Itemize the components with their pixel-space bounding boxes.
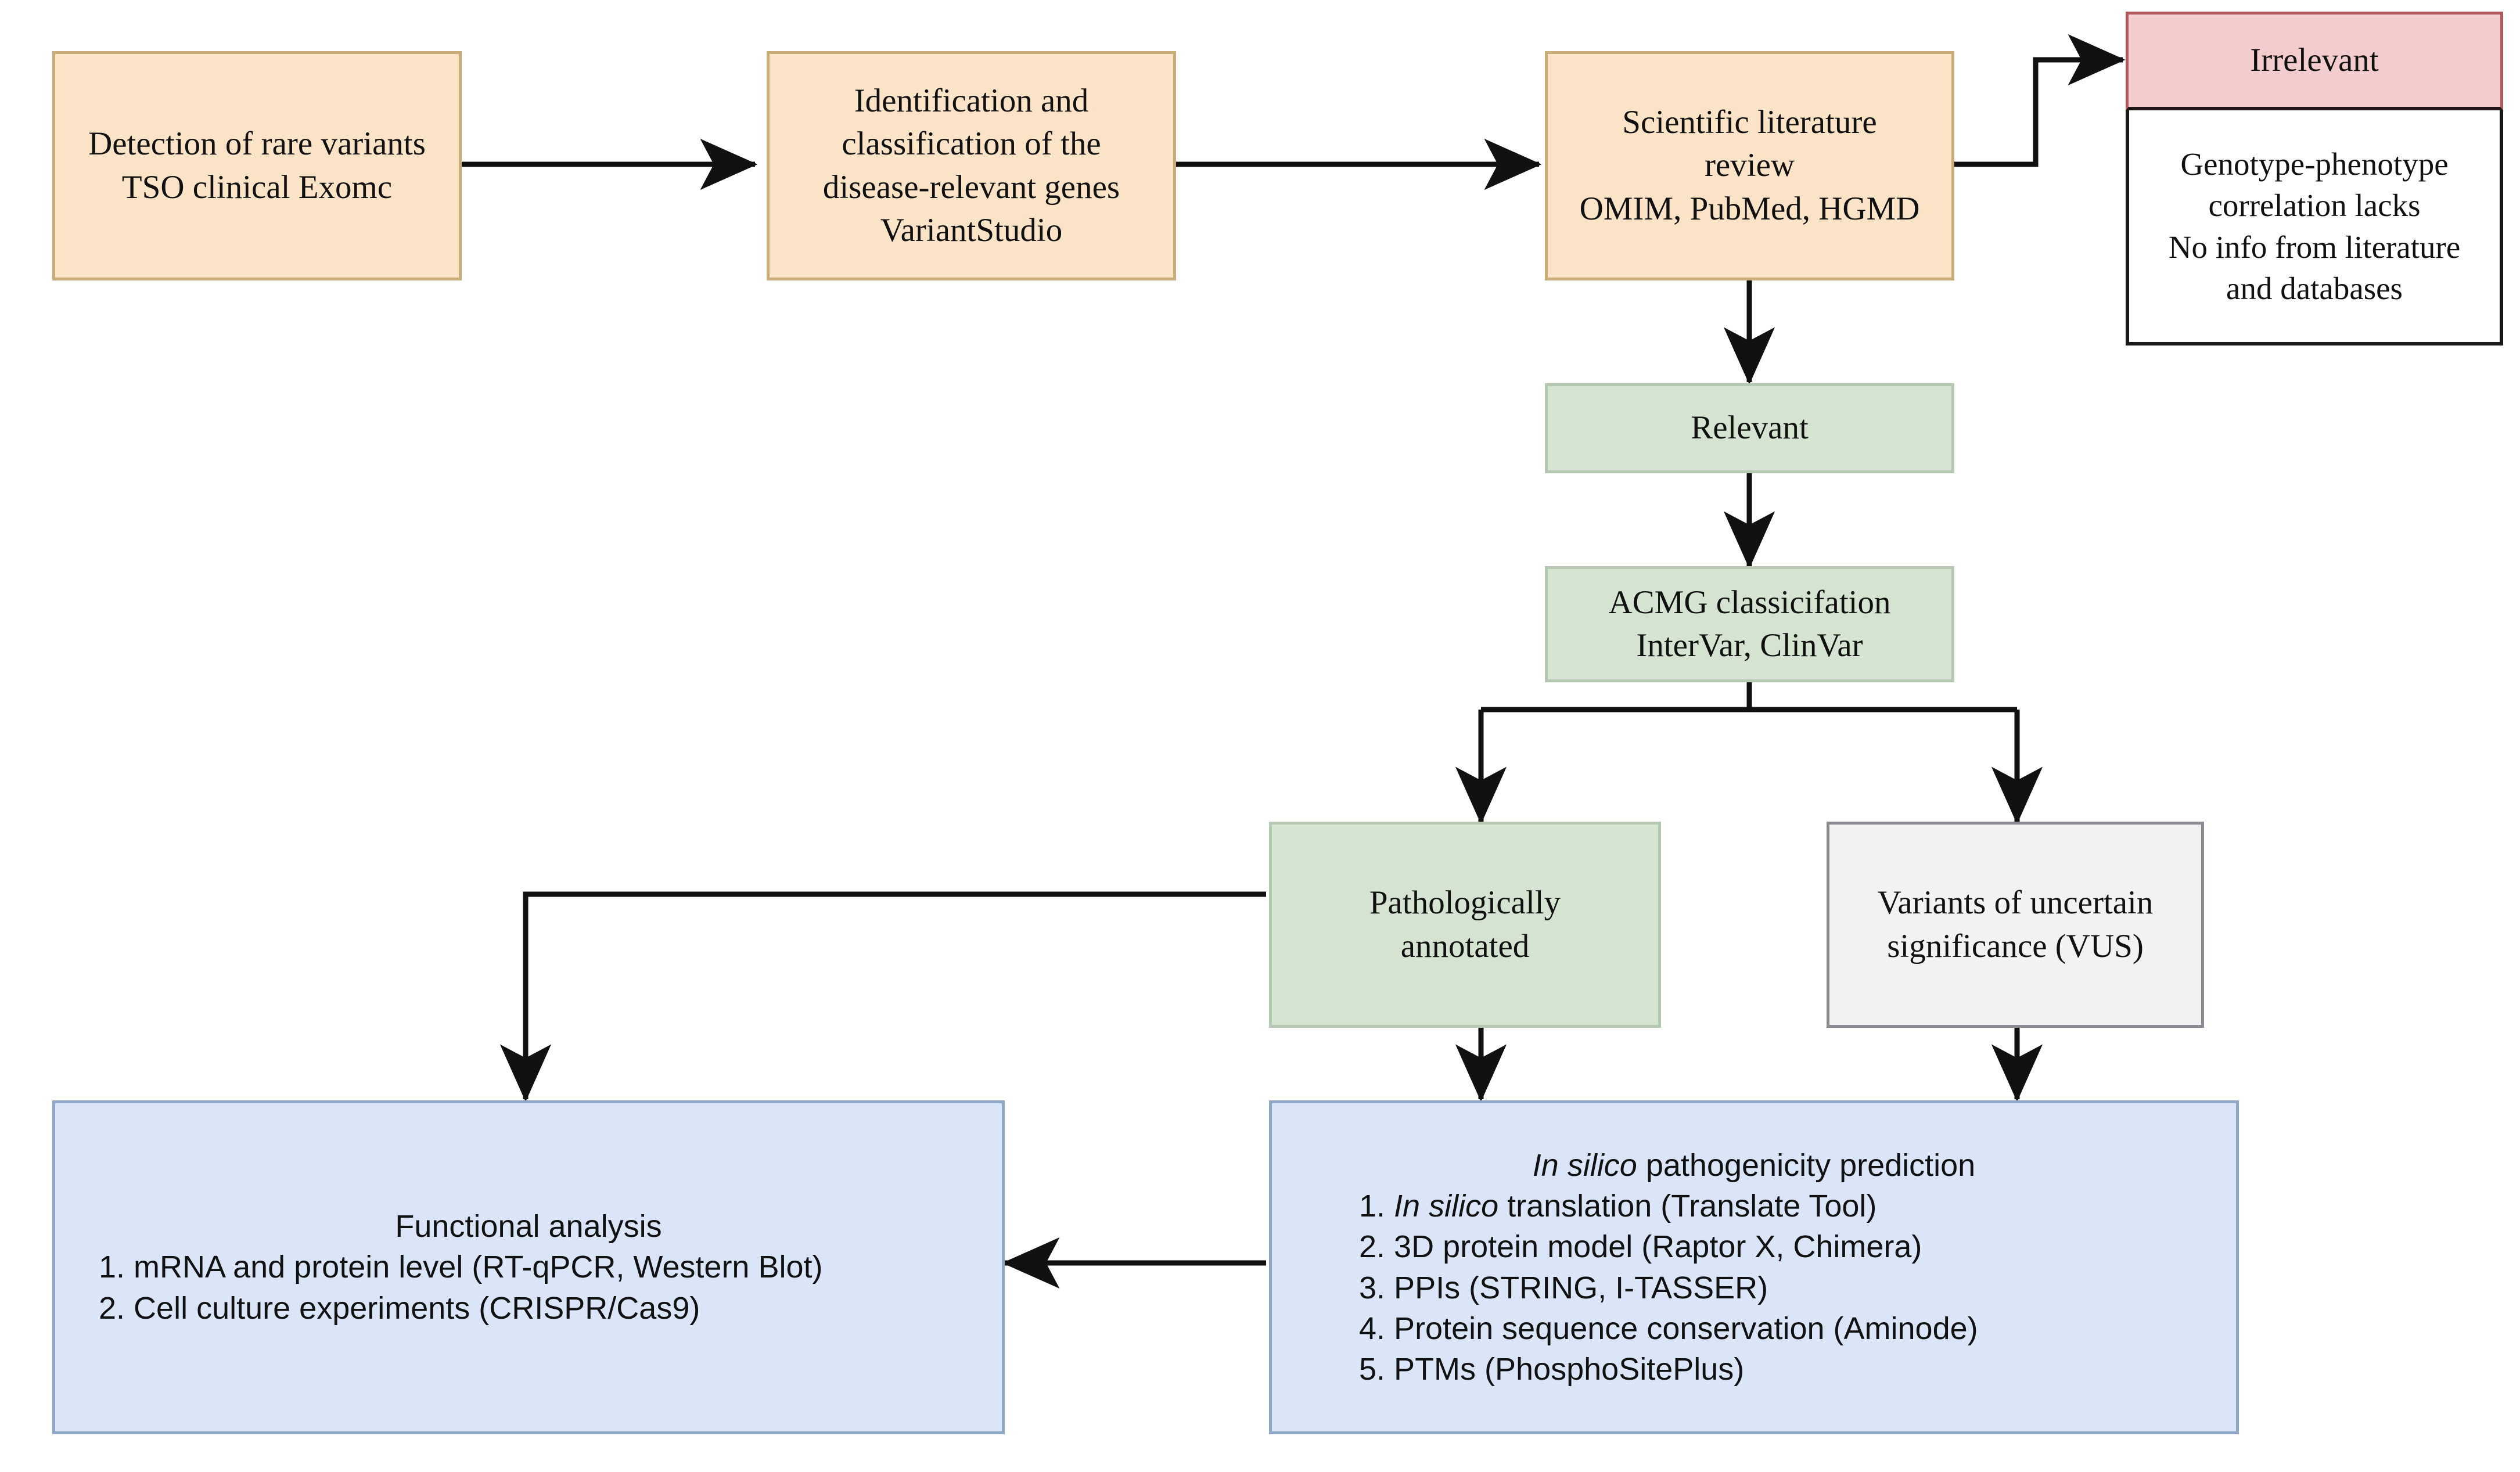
functional-item-1-rest: mRNA and protein level (RT-qPCR, Western… — [134, 1250, 823, 1285]
in-silico-item-3: 3. PPIs (STRING, I-TASSER) — [1272, 1268, 1768, 1308]
identification-line-1: Identification and — [854, 82, 1089, 120]
in-silico-item-1-num: 1. — [1359, 1189, 1394, 1224]
in-silico-title-rest: pathogenicity prediction — [1637, 1147, 1976, 1183]
irrelevant-label: Irrelevant — [2250, 42, 2379, 79]
literature-line-3: OMIM, PubMed, HGMD — [1579, 190, 1920, 227]
vus-line-2: significance (VUS) — [1887, 927, 2144, 964]
in-silico-title-italic: In silico — [1532, 1147, 1637, 1183]
node-vus[interactable]: Variants of uncertain significance (VUS) — [1827, 822, 2204, 1028]
literature-line-1: Scientific literature — [1622, 104, 1877, 141]
pathologically-line-1: Pathologically — [1369, 884, 1561, 922]
node-functional-analysis[interactable]: Functional analysis 1. mRNA and protein … — [52, 1100, 1005, 1434]
node-irrelevant-header[interactable]: Irrelevant — [2126, 12, 2503, 110]
functional-item-2-num: 2. — [99, 1290, 134, 1326]
in-silico-title: In silico pathogenicity prediction — [1272, 1145, 2236, 1186]
functional-item-1-num: 1. — [99, 1250, 134, 1285]
relevant-label: Relevant — [1691, 409, 1809, 447]
node-pathologically-annotated[interactable]: Pathologically annotated — [1269, 822, 1661, 1028]
in-silico-item-4-num: 4. — [1359, 1311, 1394, 1346]
in-silico-item-2: 2. 3D protein model (Raptor X, Chimera) — [1272, 1226, 1922, 1267]
edge-pathologically-to-functional — [499, 891, 1266, 1102]
pathologically-line-2: annotated — [1400, 927, 1530, 964]
node-irrelevant-body[interactable]: Genotype-phenotype correlation lacks No … — [2126, 110, 2503, 345]
identification-line-2: classification of the — [842, 125, 1101, 163]
detection-line-2: TSO clinical Exomc — [121, 168, 393, 206]
in-silico-item-3-rest: PPIs (STRING, I-TASSER) — [1394, 1270, 1768, 1305]
identification-line-3: disease-relevant genes — [822, 168, 1120, 206]
node-in-silico-prediction[interactable]: In silico pathogenicity prediction 1. In… — [1269, 1100, 2239, 1434]
in-silico-item-5-rest: PTMs (PhosphoSitePlus) — [1394, 1351, 1745, 1387]
node-relevant[interactable]: Relevant — [1545, 383, 1954, 473]
functional-item-2: 2. Cell culture experiments (CRISPR/Cas9… — [55, 1288, 700, 1329]
in-silico-item-1-italic: In silico — [1394, 1189, 1499, 1224]
node-literature[interactable]: Scientific literature review OMIM, PubMe… — [1545, 51, 1954, 280]
in-silico-item-1-rest: translation (Translate Tool) — [1498, 1189, 1877, 1224]
in-silico-item-5-num: 5. — [1359, 1351, 1394, 1387]
node-detection[interactable]: Detection of rare variants TSO clinical … — [52, 51, 462, 280]
irrelevant-body-line-4: and databases — [2226, 271, 2403, 306]
in-silico-item-2-rest: 3D protein model (Raptor X, Chimera) — [1394, 1229, 1922, 1265]
irrelevant-body-line-1: Genotype-phenotype — [2180, 146, 2449, 182]
in-silico-item-1: 1. In silico translation (Translate Tool… — [1272, 1186, 1876, 1226]
identification-line-4: VariantStudio — [880, 211, 1063, 249]
node-identification[interactable]: Identification and classification of the… — [767, 51, 1176, 280]
in-silico-item-5: 5. PTMs (PhosphoSitePlus) — [1272, 1349, 1744, 1390]
in-silico-item-4: 4. Protein sequence conservation (Aminod… — [1272, 1308, 1978, 1349]
functional-title: Functional analysis — [395, 1209, 662, 1244]
in-silico-item-2-num: 2. — [1359, 1229, 1394, 1265]
in-silico-item-3-num: 3. — [1359, 1270, 1394, 1305]
functional-item-2-rest: Cell culture experiments (CRISPR/Cas9) — [134, 1290, 700, 1326]
acmg-line-2: InterVar, ClinVar — [1636, 627, 1863, 664]
literature-line-2: review — [1704, 147, 1795, 184]
detection-line-1: Detection of rare variants — [88, 125, 426, 163]
functional-item-1: 1. mRNA and protein level (RT-qPCR, West… — [55, 1247, 823, 1287]
in-silico-item-4-rest: Protein sequence conservation (Aminode) — [1394, 1311, 1978, 1346]
irrelevant-body-line-2: correlation lacks — [2208, 188, 2421, 223]
acmg-line-1: ACMG classicifation — [1608, 584, 1891, 621]
irrelevant-body-line-3: No info from literature — [2168, 229, 2461, 265]
edge-literature-to-irrelevant — [1954, 34, 2126, 167]
node-acmg[interactable]: ACMG classicifation InterVar, ClinVar — [1545, 566, 1954, 682]
vus-line-1: Variants of uncertain — [1877, 884, 2154, 922]
